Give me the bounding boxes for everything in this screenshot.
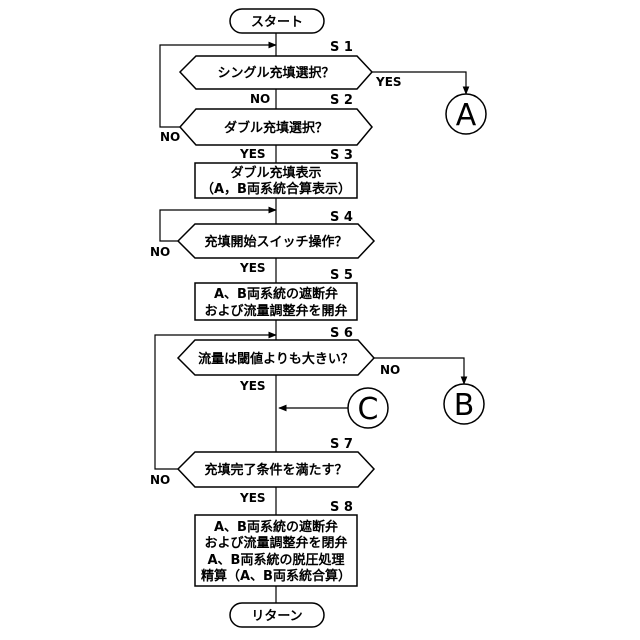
process-s5: A、B両系統の遮断弁 および流量調整弁を開弁 — [195, 283, 357, 320]
s7-yes-label: YES — [239, 491, 266, 505]
s1-no-label: NO — [250, 92, 270, 106]
process-s8-line1: A、B両系統の遮断弁 — [214, 519, 338, 535]
decision-s7-text: 充填完了条件を満たす？ — [204, 462, 347, 478]
decision-s2: ダブル充填選択？ — [180, 109, 372, 145]
step-label-s7: S 7 — [330, 437, 353, 452]
process-s8-line3: A、B両系統の脱圧処理 — [208, 552, 345, 568]
process-s3: ダブル充填表示 （A，B両系統合算表示） — [195, 163, 357, 198]
decision-s1: シングル充填選択？ — [180, 56, 372, 89]
start-terminal: スタート — [230, 9, 324, 33]
step-label-s8: S 8 — [330, 500, 353, 515]
process-s8-line4: 精算（A、B両系統合算） — [201, 568, 351, 584]
process-s5-line1: A、B両系統の遮断弁 — [214, 286, 338, 302]
process-s3-line2: （A，B両系統合算表示） — [201, 181, 351, 197]
process-s8: A、B両系統の遮断弁 および流量調整弁を閉弁 A、B両系統の脱圧処理 精算（A、… — [195, 515, 357, 586]
s1-yes-label: YES — [375, 75, 402, 89]
process-s8-line2: および流量調整弁を閉弁 — [204, 535, 347, 551]
step-label-s5: S 5 — [330, 268, 353, 283]
s6-no-label: NO — [380, 363, 400, 377]
s6-yes-label: YES — [239, 379, 266, 393]
decision-s4-text: 充填開始スイッチ操作？ — [204, 234, 347, 250]
connector-b: B — [444, 384, 484, 424]
step-label-s1: S 1 — [330, 40, 353, 55]
process-s5-line2: および流量調整弁を開弁 — [204, 303, 347, 319]
decision-s1-text: シングル充填選択？ — [217, 65, 334, 81]
connector-a: A — [446, 94, 486, 134]
step-label-s3: S 3 — [330, 148, 353, 163]
step-label-s2: S 2 — [330, 93, 353, 108]
connector-c-label: C — [358, 392, 379, 427]
process-s3-line1: ダブル充填表示 — [230, 165, 321, 181]
decision-s4: 充填開始スイッチ操作？ — [178, 224, 374, 258]
start-label: スタート — [251, 15, 303, 30]
end-terminal: リターン — [230, 603, 324, 627]
s2-yes-label: YES — [239, 147, 266, 161]
decision-s7: 充填完了条件を満たす？ — [178, 452, 374, 487]
connector-c: C — [348, 388, 388, 428]
decision-s6: 流量は閾値よりも大きい？ — [178, 340, 374, 375]
step-label-s6: S 6 — [330, 326, 353, 341]
step-label-s4: S 4 — [330, 210, 353, 225]
s4-yes-label: YES — [239, 261, 266, 275]
s2-no-label: NO — [160, 130, 180, 144]
connector-a-label: A — [456, 98, 477, 133]
end-label: リターン — [251, 609, 302, 624]
s4-no-label: NO — [150, 245, 170, 259]
decision-s6-text: 流量は閾値よりも大きい？ — [198, 351, 354, 367]
connector-b-label: B — [454, 388, 475, 423]
decision-s2-text: ダブル充填選択？ — [224, 120, 328, 136]
s7-no-label: NO — [150, 473, 170, 487]
